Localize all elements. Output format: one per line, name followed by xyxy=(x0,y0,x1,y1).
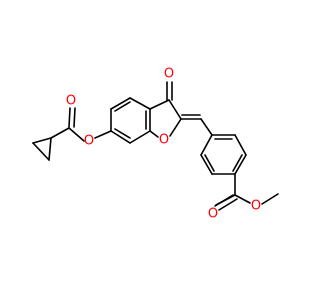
bond xyxy=(129,130,151,144)
bond xyxy=(73,107,76,128)
ring-oxygen-label: O xyxy=(159,133,169,148)
bond xyxy=(204,154,215,172)
bond xyxy=(110,97,131,110)
molecule-structure: O O O O O O xyxy=(32,67,279,222)
bond xyxy=(232,154,243,172)
bond xyxy=(234,154,247,175)
bond xyxy=(149,130,159,138)
bond xyxy=(32,142,50,161)
bond xyxy=(68,127,85,142)
bond xyxy=(129,97,151,110)
ketone-oxygen-label: O xyxy=(164,67,174,82)
bond xyxy=(214,194,234,207)
bond xyxy=(200,154,213,175)
bond xyxy=(48,137,52,161)
bond xyxy=(261,193,279,205)
bond xyxy=(50,127,70,139)
left-link-oxygen-label: O xyxy=(84,134,94,149)
bond xyxy=(114,101,131,112)
bond xyxy=(68,107,71,128)
bond xyxy=(149,99,170,110)
bonds xyxy=(32,81,279,211)
bond xyxy=(234,134,247,156)
bond xyxy=(200,118,213,136)
right-methoxy-oxygen-label: O xyxy=(251,199,261,214)
bond xyxy=(200,134,213,156)
left-carbonyl-oxygen-label: O xyxy=(66,94,76,109)
molecule-canvas: O O O O O O xyxy=(32,66,279,222)
bond xyxy=(168,99,182,120)
bond xyxy=(169,118,182,137)
bond xyxy=(32,137,52,144)
right-carbonyl-oxygen-label: O xyxy=(208,207,218,222)
bond xyxy=(110,130,131,144)
bond xyxy=(94,130,112,139)
atom-labels: O O O O O O xyxy=(66,67,261,222)
bond xyxy=(234,194,251,204)
bond xyxy=(114,128,131,139)
bond xyxy=(218,198,238,211)
